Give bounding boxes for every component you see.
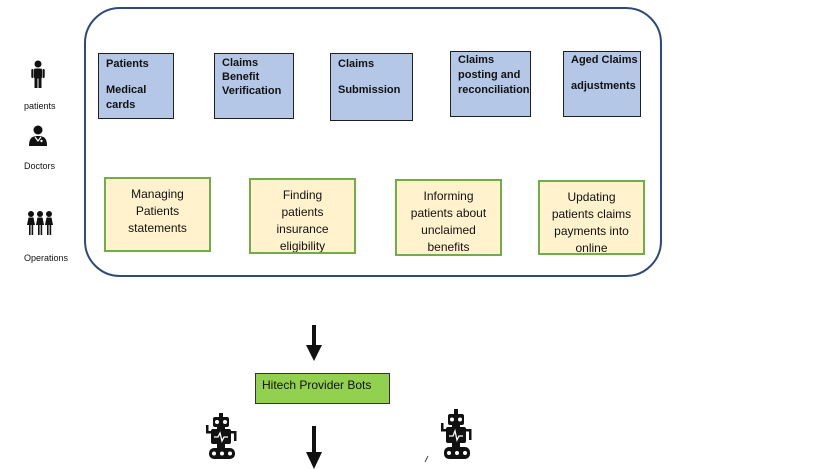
task-line: eligibility [279, 239, 326, 253]
process-frame [84, 7, 662, 277]
process-line: Aged Claims [571, 54, 638, 66]
task-line: Updating [567, 190, 616, 204]
task-line: Informing [423, 189, 474, 203]
actor-label-doctors: Doctors [24, 161, 56, 171]
task-box-managing-statements: Managing Patients statements [104, 177, 211, 252]
task-line: Managing [131, 187, 184, 201]
process-line: Verification [222, 85, 282, 97]
process-line: Submission [338, 84, 401, 96]
task-line: online [575, 241, 608, 255]
actor-label-operations: Operations [24, 253, 69, 263]
actor-label-patients: patients [24, 101, 56, 111]
process-line: cards [106, 99, 136, 111]
process-line: Patients [106, 58, 149, 70]
person-icon [30, 60, 46, 88]
down-arrow-icon [305, 325, 323, 361]
process-line: Benefit [222, 71, 260, 83]
bots-label: Hitech Provider Bots [262, 378, 372, 392]
robot-icon [203, 413, 241, 461]
task-line: Patients [135, 204, 180, 218]
group-icon [26, 210, 54, 236]
process-box-aged-claims-adjustments: Aged Claims adjustments [563, 51, 641, 117]
process-line: Medical [106, 84, 147, 96]
task-line: statements [128, 221, 187, 235]
task-line: benefits [427, 240, 470, 254]
process-line: Claims [458, 54, 495, 66]
bots-box: Hitech Provider Bots [255, 373, 390, 404]
process-box-claims-posting-reconciliation: Claims posting and reconciliation [450, 51, 531, 117]
process-line: adjustments [571, 80, 636, 92]
task-box-informing-benefits: Informing patients about unclaimed benef… [395, 179, 502, 256]
stray-mark [424, 455, 430, 463]
task-line: unclaimed [421, 223, 476, 237]
process-line: reconciliation [458, 84, 530, 96]
process-line: Claims [338, 58, 375, 70]
process-line: Claims [222, 57, 259, 69]
task-line: Finding [282, 188, 323, 202]
process-box-claims-submission: Claims Submission [330, 53, 413, 121]
task-line: insurance [276, 222, 329, 236]
task-line: patients [281, 205, 324, 219]
process-box-patients-medical-cards: Patients Medical cards [98, 53, 174, 119]
doctor-icon [28, 125, 48, 147]
task-line: patients claims [551, 207, 632, 221]
task-box-finding-eligibility: Finding patients insurance eligibility [249, 178, 356, 254]
task-box-updating-payments: Updating patients claims payments into o… [538, 180, 645, 255]
process-box-claims-benefit-verification: Claims Benefit Verification [214, 53, 294, 119]
robot-icon [438, 409, 476, 461]
task-line: payments into [554, 224, 629, 238]
task-line: patients about [410, 206, 487, 220]
down-arrow-icon [305, 426, 323, 469]
process-line: posting and [458, 69, 521, 81]
